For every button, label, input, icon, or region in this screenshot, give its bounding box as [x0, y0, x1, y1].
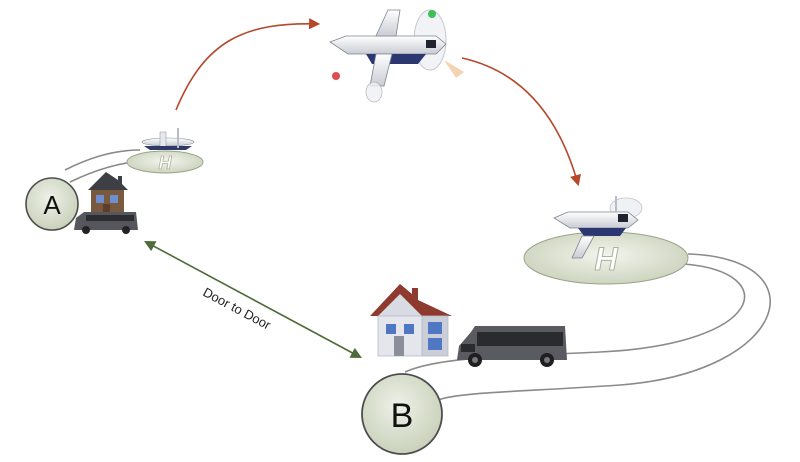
van-icon [74, 212, 138, 234]
road-pad-to-b-outer [437, 253, 771, 401]
road-pad-to-b-inner [404, 263, 746, 373]
house-icon [370, 284, 452, 357]
vtol-aircraft-icon [329, 9, 464, 103]
vtol-aircraft-icon [553, 196, 643, 259]
road-a-to-pad-1 [64, 149, 141, 171]
flight-arrow-landing [461, 57, 581, 187]
vtol-aircraft-icon [141, 128, 195, 150]
helipad-icon: H [159, 153, 173, 173]
node-origin-label: A [43, 190, 61, 220]
house-icon [88, 172, 128, 214]
van-icon [457, 326, 567, 367]
helipad-icon: H [594, 241, 618, 277]
door-to-door-arrow [144, 240, 362, 359]
node-destination-label: B [391, 397, 414, 435]
helipad-origin: H [126, 150, 204, 174]
node-origin: A [25, 177, 79, 231]
helipad-destination: H [523, 231, 689, 285]
node-destination: B [361, 373, 443, 455]
flight-arrow-takeoff [175, 18, 321, 111]
